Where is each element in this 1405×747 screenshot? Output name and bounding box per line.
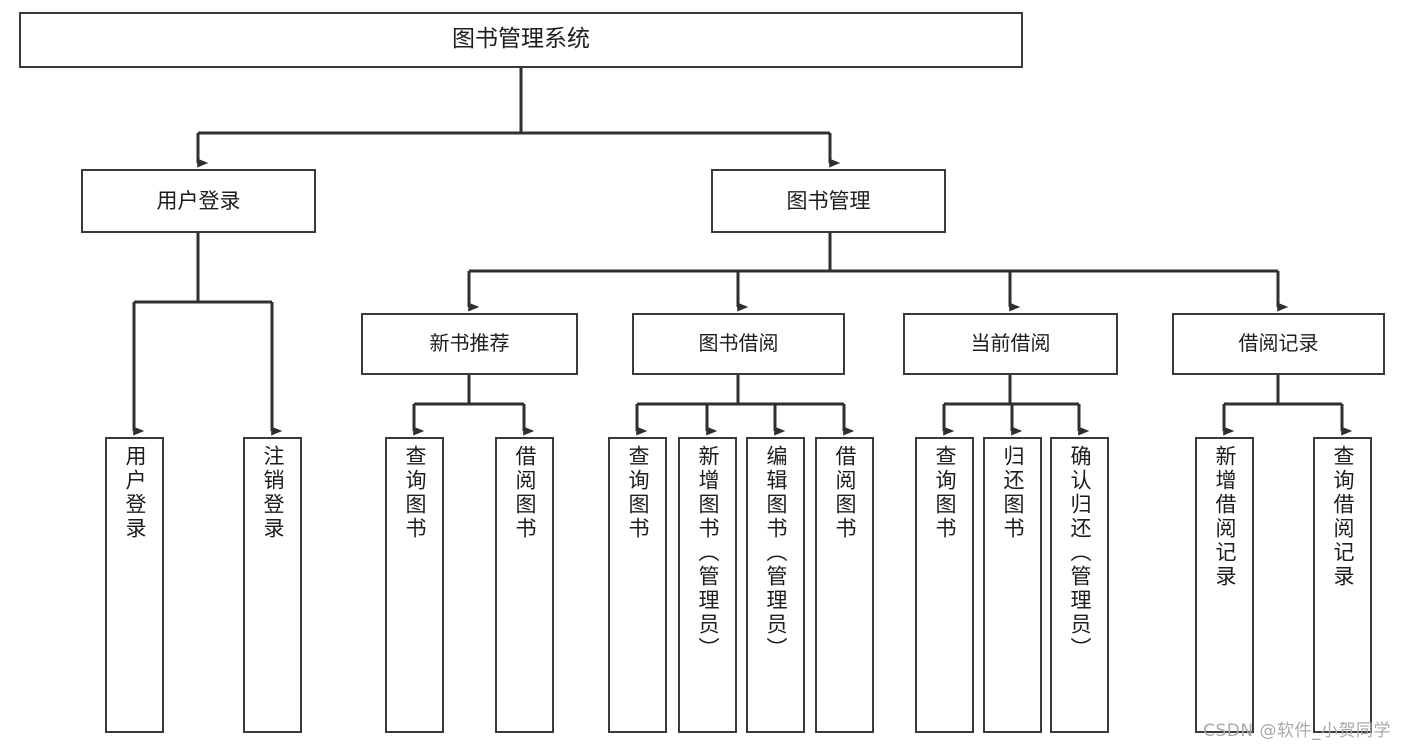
node-label: 借阅图书	[833, 445, 857, 541]
node-label: 用户登录	[123, 445, 147, 541]
leaf-user-logout[interactable]: 注销登录	[243, 437, 302, 733]
leaf-rec-query-book[interactable]: 查询图书	[385, 437, 444, 733]
node-label: 编辑图书（管理员）	[764, 445, 788, 661]
node-label: 查询图书	[403, 445, 427, 541]
node-label: 借阅记录	[1238, 331, 1319, 356]
node-new-book-recommendation[interactable]: 新书推荐	[361, 313, 578, 375]
node-label: 图书管理	[786, 188, 871, 213]
leaf-record-query[interactable]: 查询借阅记录	[1313, 437, 1372, 733]
node-label: 新书推荐	[429, 331, 510, 356]
node-label: 归还图书	[1001, 445, 1025, 541]
leaf-user-login[interactable]: 用户登录	[105, 437, 164, 733]
node-book-management[interactable]: 图书管理	[711, 169, 946, 233]
node-label: 查询图书	[626, 445, 650, 541]
leaf-borrow-edit-book-admin[interactable]: 编辑图书（管理员）	[746, 437, 805, 733]
leaf-current-return-book[interactable]: 归还图书	[983, 437, 1042, 733]
node-label: 注销登录	[261, 445, 285, 541]
node-label: 新增借阅记录	[1213, 445, 1237, 589]
csdn-watermark: CSDN @软件_小贺同学	[1203, 721, 1391, 741]
node-label: 确认归还（管理员）	[1068, 445, 1092, 661]
node-label: 查询图书	[933, 445, 957, 541]
node-root-book-management-system[interactable]: 图书管理系统	[19, 12, 1023, 68]
leaf-rec-borrow-book[interactable]: 借阅图书	[495, 437, 554, 733]
node-label: 新增图书（管理员）	[696, 445, 720, 661]
leaf-current-query-book[interactable]: 查询图书	[915, 437, 974, 733]
node-book-borrowing[interactable]: 图书借阅	[632, 313, 845, 375]
leaf-borrow-do-borrow[interactable]: 借阅图书	[815, 437, 874, 733]
node-label: 用户登录	[156, 188, 241, 213]
node-label: 查询借阅记录	[1331, 445, 1355, 589]
node-current-borrowing[interactable]: 当前借阅	[903, 313, 1118, 375]
node-label: 图书借阅	[698, 331, 779, 356]
leaf-record-add[interactable]: 新增借阅记录	[1195, 437, 1254, 733]
node-user-login[interactable]: 用户登录	[81, 169, 316, 233]
leaf-borrow-add-book-admin[interactable]: 新增图书（管理员）	[678, 437, 737, 733]
leaf-current-confirm-return-admin[interactable]: 确认归还（管理员）	[1050, 437, 1109, 733]
node-borrow-record[interactable]: 借阅记录	[1172, 313, 1385, 375]
leaf-borrow-query-book[interactable]: 查询图书	[608, 437, 667, 733]
node-label: 借阅图书	[513, 445, 537, 541]
node-label: 图书管理系统	[452, 26, 590, 53]
node-label: 当前借阅	[970, 331, 1051, 356]
